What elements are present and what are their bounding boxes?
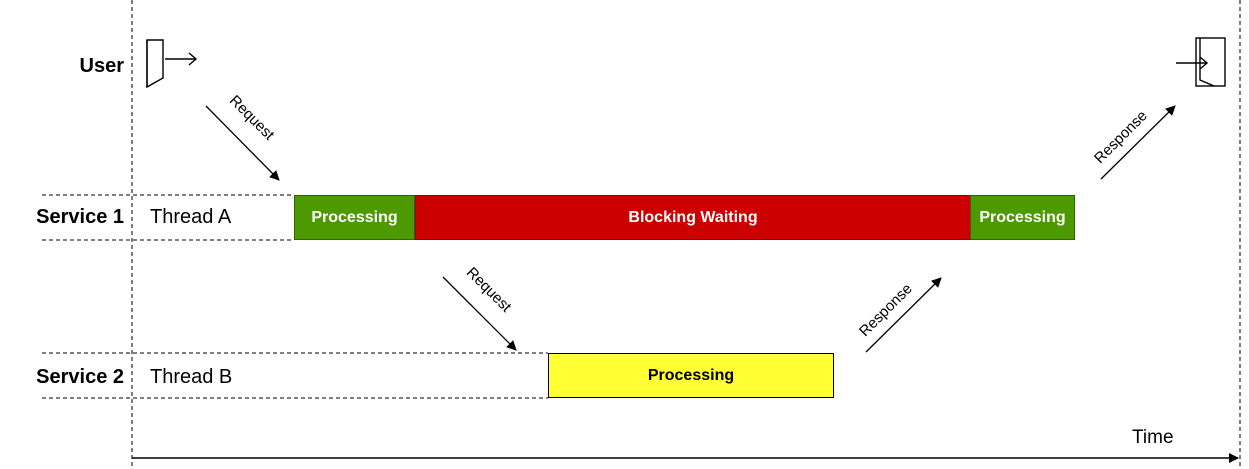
service2-lane-label: Service 2 <box>36 366 124 388</box>
s1-request-arrow <box>442 276 517 351</box>
s1-processing-block-2: Processing <box>970 195 1075 240</box>
s1-response-arrow <box>1100 105 1176 180</box>
time-axis-label: Time <box>1132 427 1174 448</box>
service1-lane-label: Service 1 <box>36 206 124 228</box>
enter-door-icon <box>1176 37 1226 87</box>
s2-processing-block: Processing <box>548 353 834 398</box>
user-lane-label: User <box>79 55 124 77</box>
thread-b-label: Thread B <box>150 366 233 388</box>
user-request-arrow <box>205 105 280 181</box>
s1-blocking-waiting-block: Blocking Waiting <box>415 195 971 240</box>
s1-processing-block-1: Processing <box>294 195 415 240</box>
s2-response-arrow <box>865 277 942 353</box>
exit-door-icon <box>146 39 198 89</box>
thread-a-label: Thread A <box>150 206 232 228</box>
